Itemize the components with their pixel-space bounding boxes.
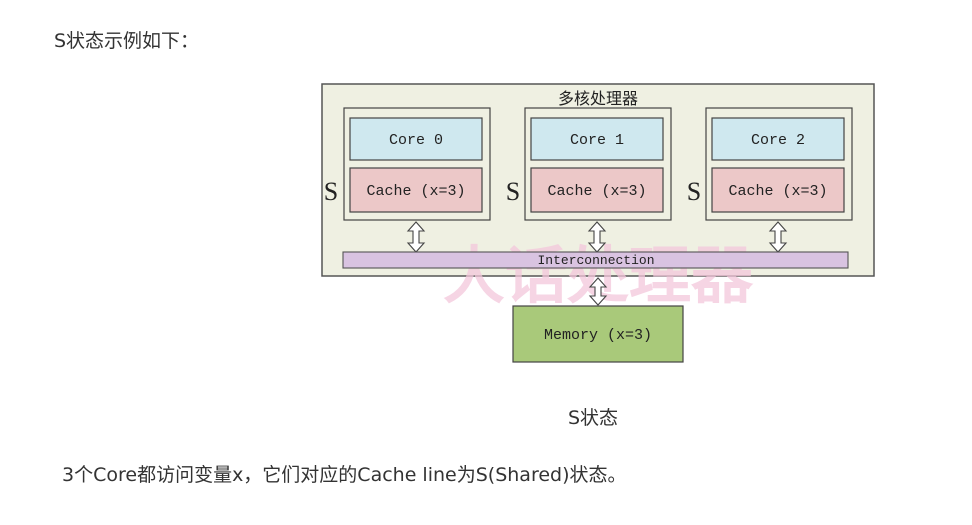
core-cluster-box (524, 107, 672, 221)
memory-box (512, 305, 684, 363)
double-arrow-icon (588, 277, 608, 306)
cache-label: Cache (x=3) (728, 183, 827, 200)
core-group-0: Core 0 Cache (x=3) S (324, 107, 491, 253)
state-label: S (324, 177, 338, 206)
cache-label: Cache (x=3) (547, 183, 646, 200)
state-label: S (687, 177, 701, 206)
core-box (530, 117, 664, 161)
interconnect-label: Interconnection (537, 253, 654, 268)
core-cluster-box (343, 107, 491, 221)
core-cluster-box (705, 107, 853, 221)
core-label: Core 1 (570, 132, 624, 149)
cache-box (711, 167, 845, 213)
state-label: S (506, 177, 520, 206)
cache-box (349, 167, 483, 213)
core-label: Core 2 (751, 132, 805, 149)
core-group-1: Core 1 Cache (x=3) S (506, 107, 672, 253)
interconnect-bar (342, 251, 849, 269)
body-paragraph: 3个Core都访问变量x，它们对应的Cache line为S(Shared)状态… (62, 464, 627, 486)
section-heading: S状态示例如下： (54, 30, 200, 52)
core-box (349, 117, 483, 161)
memory-label: Memory (x=3) (544, 327, 652, 344)
cache-label: Cache (x=3) (366, 183, 465, 200)
multicore-diagram: 多核处理器 大话处理器 Core 0 Cache (x=3) S Core 1 … (320, 82, 880, 367)
figure-caption: S状态 (568, 407, 619, 429)
cache-box (530, 167, 664, 213)
core-label: Core 0 (389, 132, 443, 149)
core-group-2: Core 2 Cache (x=3) S (687, 107, 853, 253)
chip-title: 多核处理器 (558, 89, 638, 108)
core-box (711, 117, 845, 161)
